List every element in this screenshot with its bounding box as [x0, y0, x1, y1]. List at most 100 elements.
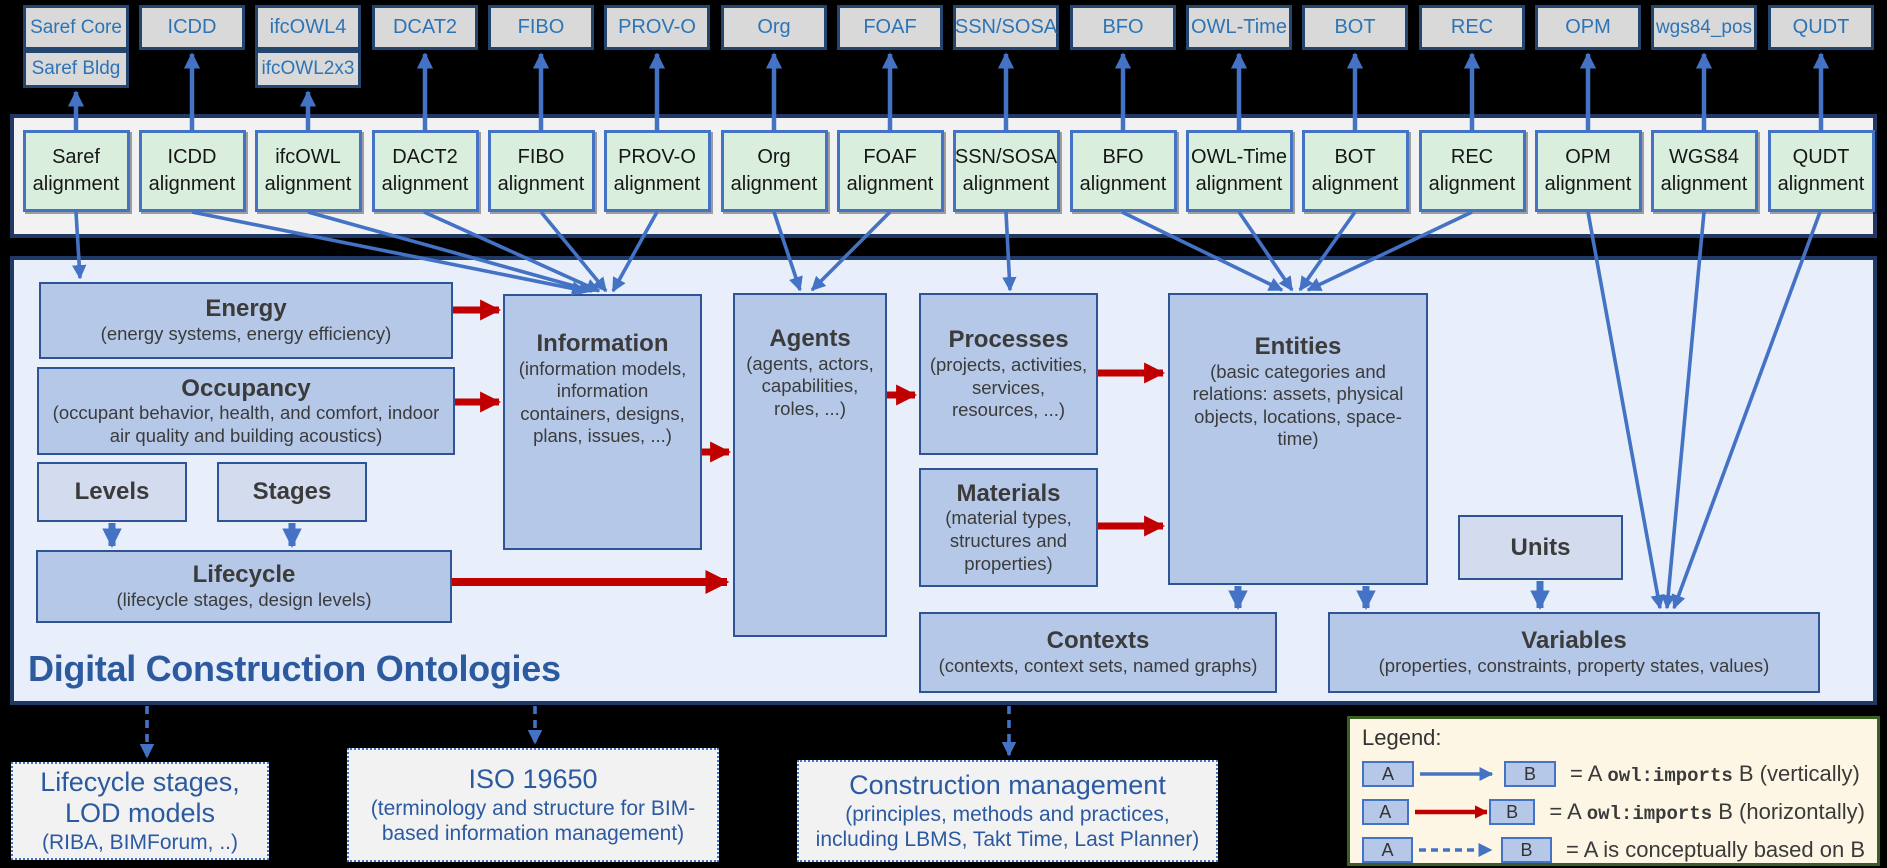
main-box-subtitle: (basic categories and relations: assets,…: [1192, 360, 1404, 450]
legend-box: Legend: A B = A owl:imports B (vertically) A…: [1347, 716, 1880, 866]
main-box-title: Occupancy: [181, 374, 311, 402]
main-box-levels: Levels: [37, 462, 187, 522]
alignment-box-label: FIBO: [517, 146, 565, 168]
alignment-box-label: OPM: [1565, 146, 1611, 168]
legend-node-a: A: [1362, 837, 1413, 863]
top-ontology-box-foaf: FOAF: [837, 5, 943, 50]
bottom-box-title: LOD models: [64, 798, 216, 829]
bottom-box-subtitle: (RIBA, BIMForum, ..): [41, 831, 238, 855]
legend-node-b: B: [1504, 761, 1556, 787]
alignment-box-label: PROV-O: [618, 146, 696, 168]
legend-node-a: A: [1362, 799, 1409, 825]
legend-row-text: = A owl:imports B (vertically): [1570, 761, 1860, 787]
alignment-box-label: ICDD: [167, 146, 217, 168]
top-ontology-box-ifcowl2x3: ifcOWL2x3: [255, 50, 361, 88]
alignment-box-label: alignment: [1428, 173, 1516, 195]
alignment-box-label: alignment: [1660, 173, 1748, 195]
legend-row-text: = A owl:imports B (horizontally): [1549, 799, 1865, 825]
top-ontology-box-icdd: ICDD: [139, 5, 245, 50]
bottom-box-subtitle: (principles, methods and practices, incl…: [815, 802, 1200, 851]
alignment-box-label: alignment: [264, 173, 352, 195]
legend-node-b: B: [1488, 799, 1536, 825]
bottom-box-subtitle: (terminology and structure for BIM-based…: [370, 796, 696, 845]
main-box-title: Energy: [205, 295, 287, 323]
legend-row-text: = A is conceptually based on B: [1565, 837, 1866, 862]
main-box-title: Lifecycle: [192, 561, 296, 589]
legend-owl-imports-code: owl:imports: [1607, 765, 1733, 787]
top-ontology-box-bot: BOT: [1302, 5, 1408, 50]
main-box-entities: Entities(basic categories and relations:…: [1168, 293, 1428, 585]
main-box-subtitle: (projects, activities, services, resourc…: [929, 353, 1088, 421]
bottom-box-lod: Lifecycle stages,LOD models(RIBA, BIMFor…: [11, 762, 269, 860]
main-box-subtitle: (contexts, context sets, named graphs): [938, 655, 1258, 677]
alignment-box-label: BOT: [1334, 146, 1376, 168]
alignment-box-label: FOAF: [863, 146, 917, 168]
main-box-occupancy: Occupancy(occupant behavior, health, and…: [37, 367, 455, 455]
alignment-box-label: alignment: [1777, 173, 1865, 195]
alignment-box-opm: OPM alignment: [1534, 130, 1642, 212]
main-box-processes: Processes(projects, activities, services…: [919, 293, 1098, 455]
alignment-box-label: alignment: [1195, 173, 1283, 195]
main-box-subtitle: (energy systems, energy efficiency): [100, 323, 392, 345]
main-box-title: Variables: [1521, 627, 1627, 655]
alignment-box-label: SSN/SOSA: [954, 146, 1058, 168]
alignment-box-label: alignment: [730, 173, 818, 195]
main-box-title: Stages: [252, 478, 332, 506]
legend-title: Legend:: [1362, 725, 1442, 750]
alignment-box-label: BFO: [1102, 146, 1144, 168]
alignment-box-label: alignment: [381, 173, 469, 195]
top-ontology-box-wgs84-pos: wgs84_pos: [1651, 5, 1757, 50]
alignment-box-label: alignment: [1079, 173, 1167, 195]
alignment-box-label: DACT2: [392, 146, 458, 168]
alignment-box-bfo: BFO alignment: [1069, 130, 1177, 212]
main-box-lifecycle: Lifecycle(lifecycle stages, design level…: [36, 550, 452, 623]
alignment-box-label: alignment: [32, 173, 120, 195]
main-box-information: Information(information models, informat…: [503, 294, 702, 550]
legend-owl-imports-code: owl:imports: [1586, 803, 1713, 825]
main-box-title: Entities: [1254, 333, 1342, 360]
blue-dashed-arrow-icon: [1418, 843, 1493, 857]
alignment-box-label: alignment: [1544, 173, 1632, 195]
red-solid-arrow-icon: [1414, 805, 1487, 819]
main-box-subtitle: (occupant behavior, health, and comfort,…: [52, 402, 440, 446]
alignment-box-dact2: DACT2 alignment: [371, 130, 479, 212]
top-ontology-box-saref-core: Saref Core: [23, 5, 129, 50]
main-box-subtitle: (material types, structures and properti…: [945, 507, 1072, 574]
main-box-agents: Agents(agents, actors, capabilities, rol…: [733, 293, 887, 637]
main-box-variables: Variables(properties, constraints, prope…: [1328, 612, 1820, 693]
main-box-subtitle: (agents, actors, capabilities, roles, ..…: [746, 352, 874, 419]
alignment-box-label: alignment: [962, 173, 1050, 195]
main-box-contexts: Contexts(contexts, context sets, named g…: [919, 612, 1277, 693]
top-ontology-box-org: Org: [721, 5, 827, 50]
bottom-box-cm: Construction management(principles, meth…: [797, 760, 1218, 862]
blue-solid-arrow-icon: [1420, 767, 1494, 781]
main-box-energy: Energy(energy systems, energy efficiency…: [39, 282, 453, 359]
alignment-box-label: alignment: [613, 173, 701, 195]
dco-panel-title: Digital Construction Ontologies: [28, 648, 561, 689]
bottom-box-title: Lifecycle stages,: [40, 766, 240, 797]
top-ontology-box-qudt: QUDT: [1768, 5, 1874, 50]
legend-row: A B = A owl:imports B (horizontally): [1362, 793, 1865, 831]
alignment-box-label: REC: [1450, 146, 1494, 168]
top-ontology-box-prov-o: PROV-O: [604, 5, 710, 50]
main-box-title: Information: [536, 330, 669, 357]
main-box-subtitle: (properties, constraints, property state…: [1378, 655, 1770, 677]
main-box-title: Processes: [948, 326, 1069, 354]
alignment-box-wgs84: WGS84 alignment: [1650, 130, 1758, 212]
main-box-units: Units: [1458, 515, 1623, 580]
top-ontology-box-ssn-sosa: SSN/SOSA: [953, 5, 1059, 50]
top-ontology-box-saref-bldg: Saref Bldg: [23, 50, 129, 88]
bottom-box-title: ISO 19650: [468, 763, 598, 794]
alignment-box-label: Org: [757, 146, 791, 168]
alignment-box-label: WGS84: [1668, 146, 1740, 168]
